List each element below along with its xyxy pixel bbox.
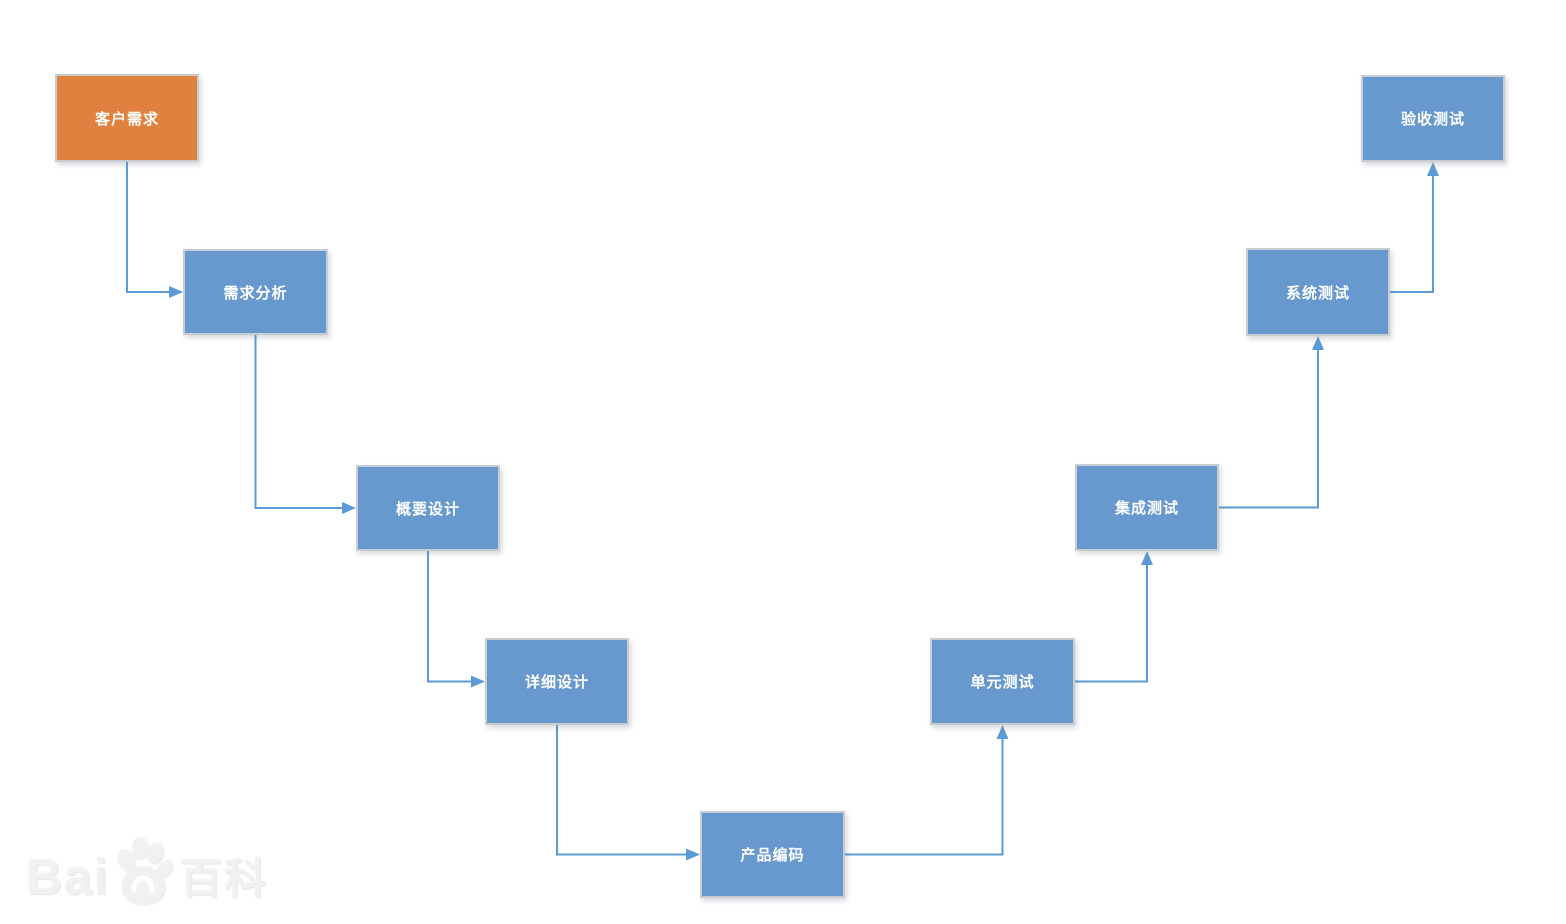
node-label: 需求分析	[223, 284, 288, 302]
node-label: 客户需求	[94, 110, 159, 128]
node-label: 详细设计	[524, 674, 589, 691]
node-acceptance-testing: 验收测试	[1361, 75, 1505, 162]
node-customer-requirements: 客户需求	[55, 74, 199, 162]
edge-system-testing-to-acceptance-testing	[1390, 162, 1439, 293]
node-outline-design: 概要设计	[356, 465, 500, 551]
node-system-testing: 系统测试	[1246, 248, 1390, 336]
node-label: 验收测试	[1400, 111, 1465, 128]
edge-unit-testing-to-integration-testing	[1075, 551, 1153, 683]
baidu-paw-icon	[117, 837, 173, 904]
node-label: 集成测试	[1114, 500, 1179, 517]
node-label: 概要设计	[395, 500, 460, 518]
edge-detailed-design-to-product-coding	[556, 725, 700, 861]
edge-customer-requirements-to-requirements-analysis	[126, 162, 183, 298]
node-product-coding: 产品编码	[700, 811, 845, 898]
node-label: 系统测试	[1285, 284, 1350, 302]
node-integration-testing: 集成测试	[1075, 464, 1219, 551]
watermark-latin-text: Bai	[26, 849, 110, 905]
edge-product-coding-to-unit-testing	[845, 725, 1009, 856]
node-requirements-analysis: 需求分析	[183, 249, 328, 335]
node-unit-testing: 单元测试	[930, 638, 1075, 725]
node-detailed-design: 详细设计	[485, 638, 629, 725]
edge-outline-design-to-detailed-design	[427, 551, 485, 688]
watermark-cjk-text: 百科	[179, 855, 268, 902]
node-label: 单元测试	[970, 674, 1035, 691]
edge-integration-testing-to-system-testing	[1219, 336, 1324, 509]
watermark-baidu-baike: Bai 百科	[26, 836, 268, 904]
edge-requirements-analysis-to-outline-design	[254, 335, 356, 514]
node-label: 产品编码	[740, 847, 805, 864]
